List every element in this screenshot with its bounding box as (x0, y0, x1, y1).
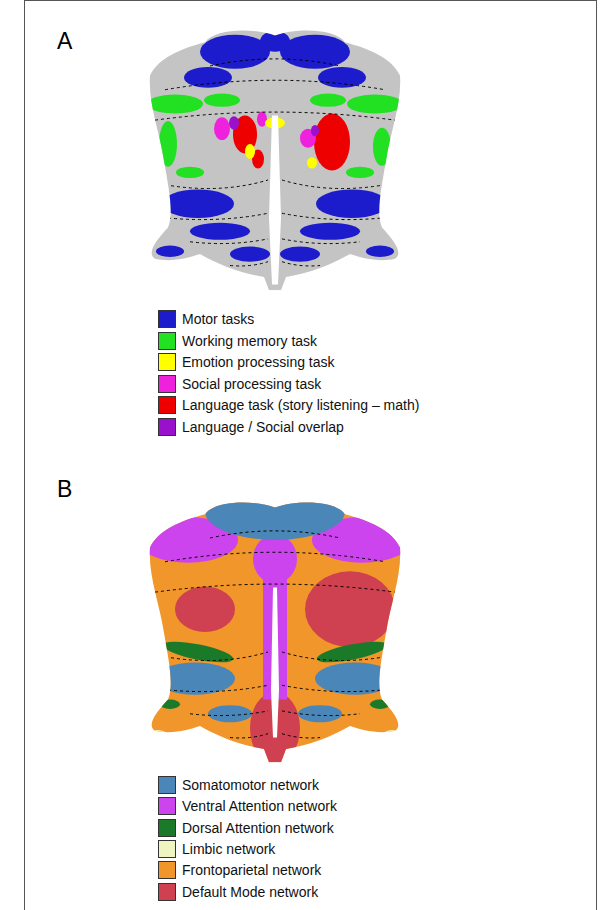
panel-letter: B (57, 478, 72, 501)
cerebellar-flatmap-a (145, 23, 410, 299)
legend-swatch (158, 883, 176, 901)
limbic-area (149, 513, 401, 741)
vermis-cleft (269, 115, 281, 284)
default-mode-area (148, 571, 402, 764)
legend-swatch (158, 332, 176, 350)
legend-swatch (158, 840, 176, 858)
cerebellar-flatmap-b (138, 483, 412, 771)
legend-label: Language task (story listening – math) (182, 396, 419, 414)
legend-swatch (158, 375, 176, 393)
legend-label: Social processing task (182, 375, 321, 393)
frame-line (596, 0, 597, 910)
legend-swatch (158, 797, 176, 815)
frame-line (24, 0, 597, 1)
legend-label: Dorsal Attention network (182, 819, 334, 837)
legend-swatch (158, 396, 176, 414)
legend-label: Ventral Attention network (182, 797, 337, 815)
legend-swatch (158, 861, 176, 879)
legend-swatch (158, 776, 176, 794)
legend-swatch (158, 819, 176, 837)
frame-line (24, 0, 25, 910)
legend-label: Language / Social overlap (182, 418, 344, 436)
legend-label: Working memory task (182, 332, 317, 350)
legend-label: Limbic network (182, 840, 275, 858)
network-map (138, 483, 412, 771)
legend-label: Motor tasks (182, 310, 254, 328)
task-map (145, 23, 410, 299)
legend-swatch (158, 418, 176, 436)
unassigned-area (145, 23, 410, 299)
social-area (214, 112, 316, 148)
legend-label: Frontoparietal network (182, 861, 321, 879)
legend-label: Somatomotor network (182, 776, 319, 794)
legend-label: Default Mode network (182, 883, 318, 901)
fissure-lines (155, 531, 395, 738)
legend-swatch (158, 310, 176, 328)
legend-swatch (158, 353, 176, 371)
panel-letter: A (57, 30, 72, 53)
language-area (233, 114, 350, 171)
legend-label: Emotion processing task (182, 353, 335, 371)
vermis-cleft (271, 587, 279, 737)
